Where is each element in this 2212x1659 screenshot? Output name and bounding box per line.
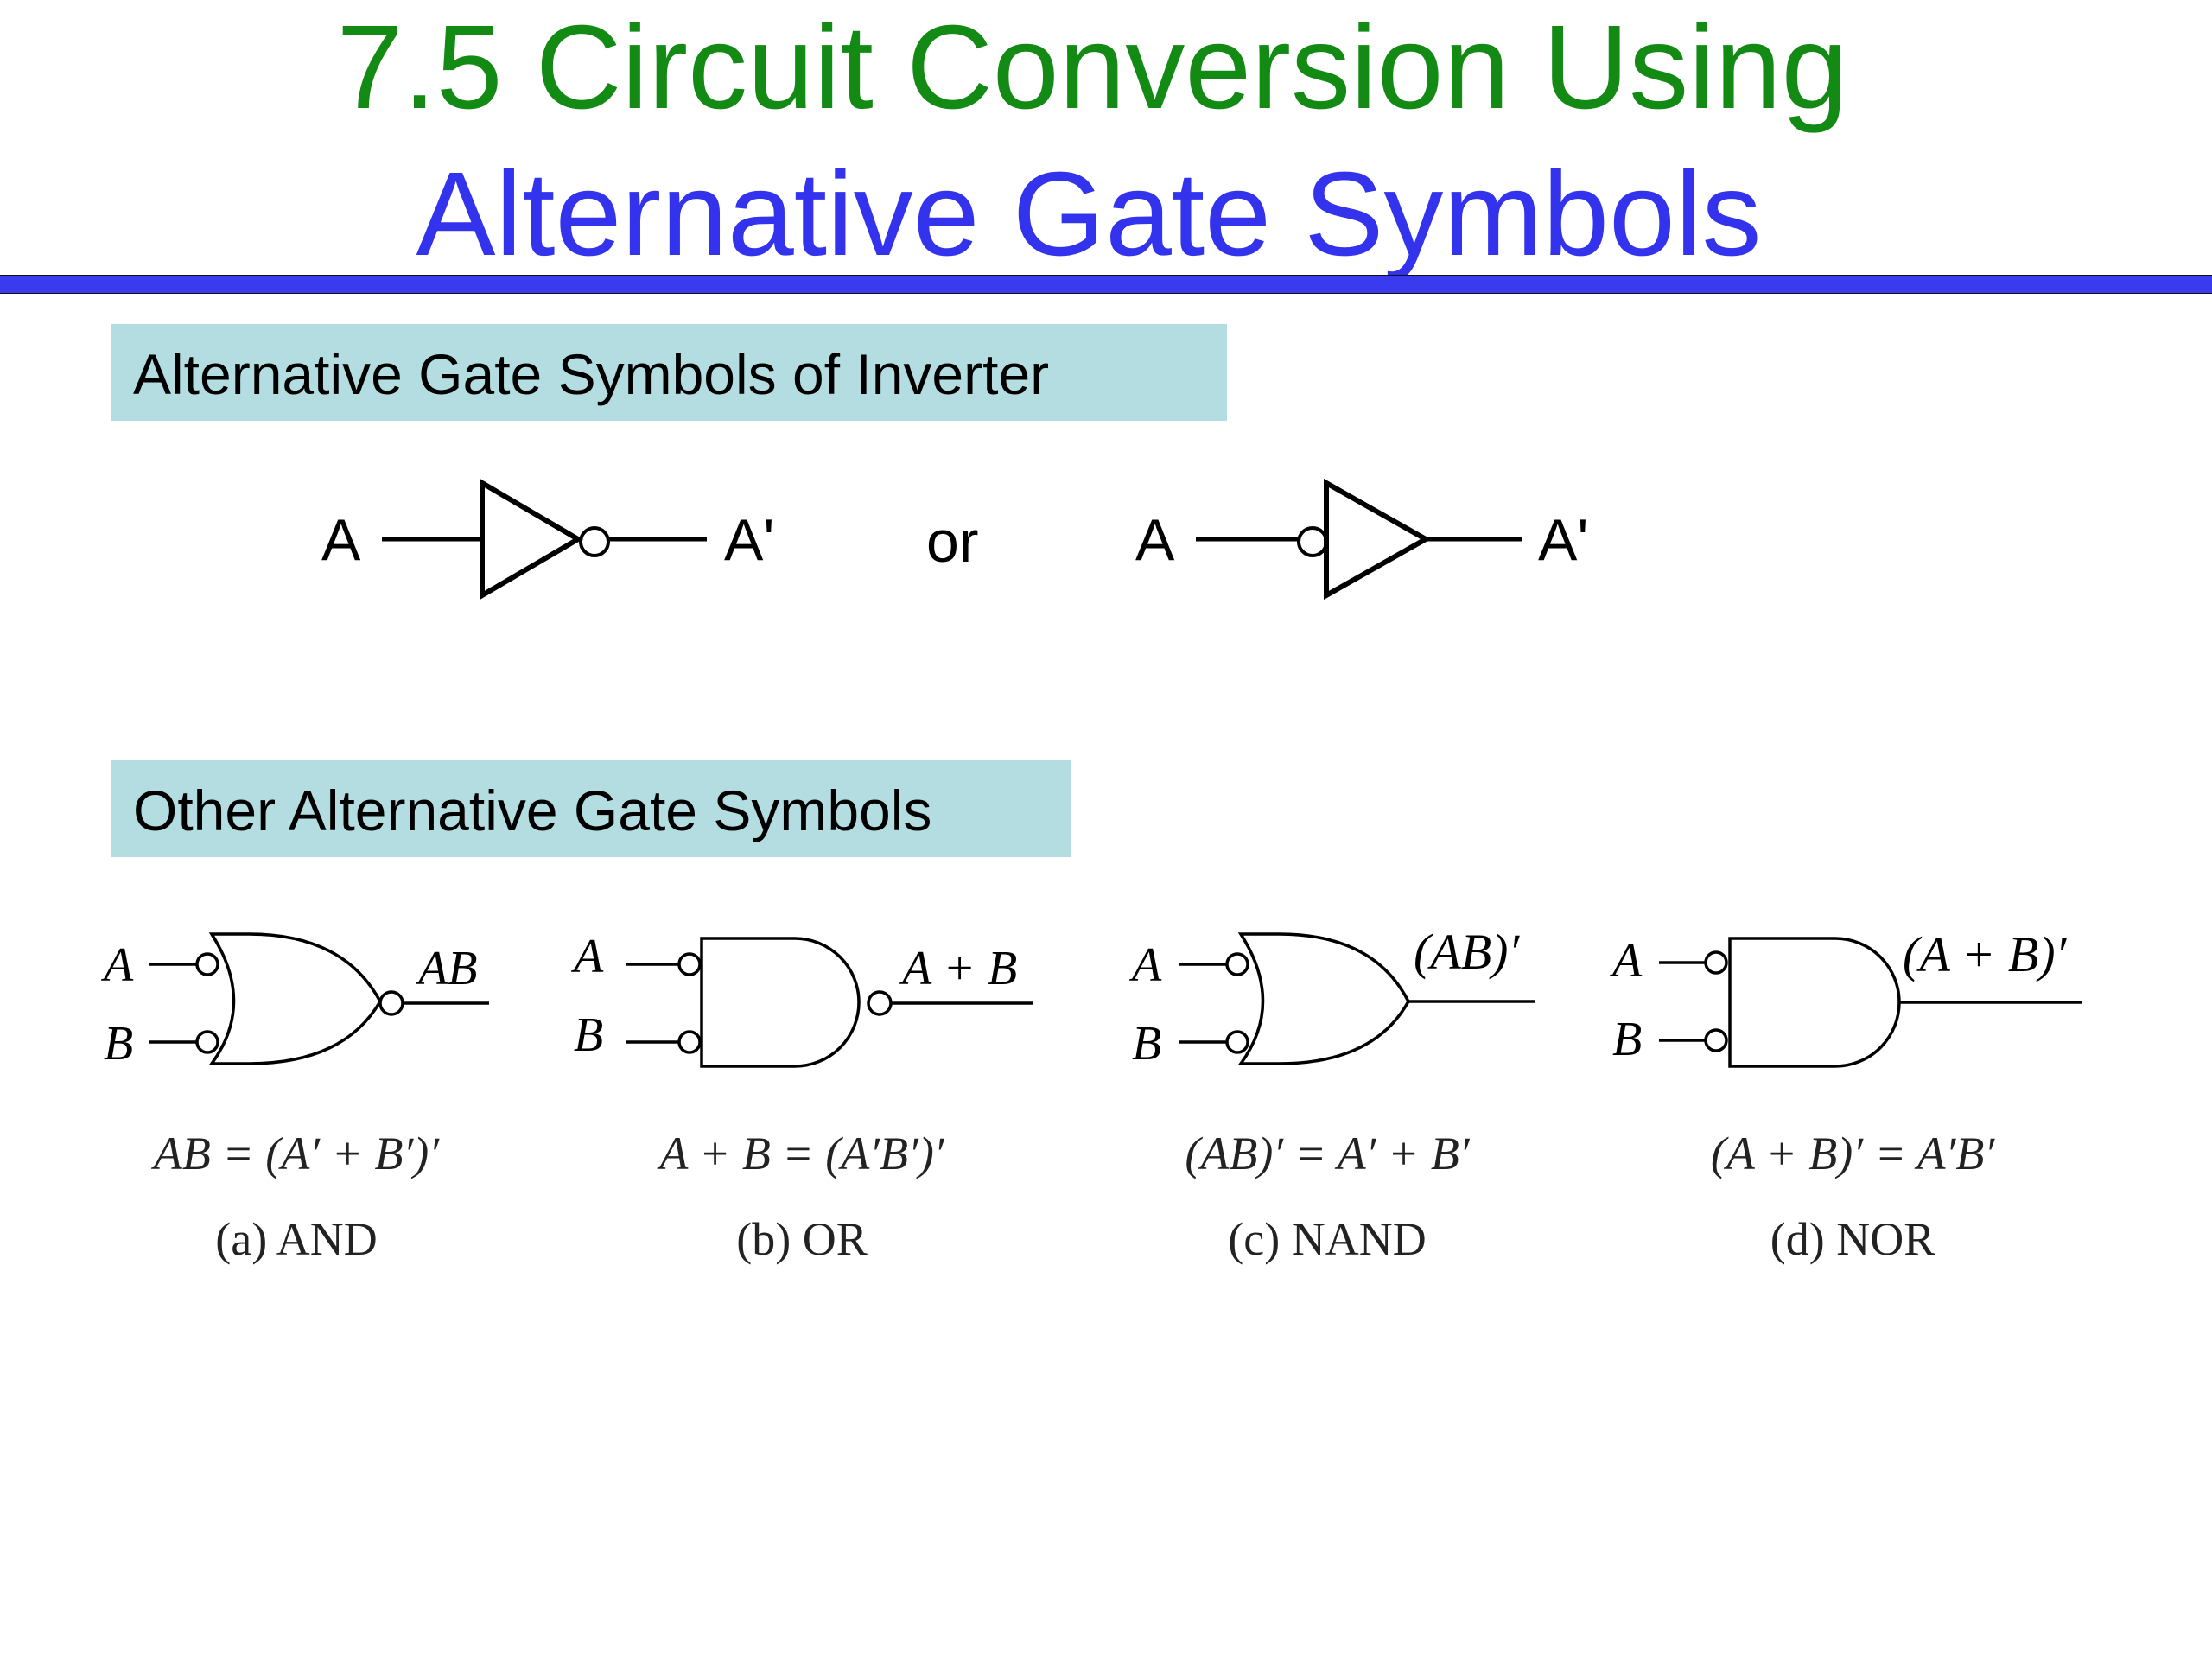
gate-and-input-a: A	[100, 938, 134, 992]
gate-or-input-b: B	[574, 1008, 603, 1062]
page-title-line-2: Alternative Gate Symbols	[416, 148, 1762, 281]
gate-nand-input-a: A	[1128, 938, 1162, 992]
gate-nor-input-a: A	[1609, 934, 1643, 988]
gate-nor-input-b: B	[1612, 1013, 1642, 1066]
other-gates-section-heading-box: Other Alternative Gate Symbols	[111, 760, 1071, 857]
inverter-section-heading-box: Alternative Gate Symbols of Inverter	[111, 324, 1227, 421]
other-gates-section-heading: Other Alternative Gate Symbols	[133, 779, 932, 842]
title-divider	[0, 276, 2212, 293]
gate-nor-output: (A + B)′	[1903, 926, 2068, 982]
gate-or-equation: A + B = (A′B′)′	[657, 1128, 944, 1179]
gate-nand-output: (AB)′	[1414, 924, 1520, 980]
gate-or-alternative: A B A + B	[570, 930, 1033, 1068]
inverter-2-output-label: A'	[1538, 507, 1588, 573]
page-title-line-1: 7.5 Circuit Conversion Using	[336, 1, 1848, 134]
gate-nand-alternative: A B (AB)′	[1128, 924, 1535, 1071]
inverter-1-input-label: A	[321, 507, 361, 573]
gate-nand-input-b: B	[1132, 1017, 1161, 1071]
inverter-2-input-label: A	[1135, 507, 1175, 573]
gate-and-input-b: B	[104, 1017, 133, 1071]
gate-and-output: AB	[415, 942, 477, 995]
gate-or-output: A + B	[899, 942, 1017, 995]
inverter-section-heading: Alternative Gate Symbols of Inverter	[133, 342, 1050, 406]
inverter-1-output-label: A'	[724, 507, 774, 573]
inverter-symbol-bubble-output: A A'	[321, 478, 774, 601]
gate-and-caption: (a) AND	[215, 1213, 377, 1265]
gate-nor-alternative: A B (A + B)′	[1609, 926, 2082, 1068]
gate-or-caption: (b) OR	[736, 1213, 867, 1265]
gate-nand-equation: (AB)′ = A′ + B′	[1185, 1128, 1470, 1179]
gate-and-alternative: A B AB	[100, 932, 489, 1071]
gate-nand-caption: (c) NAND	[1228, 1213, 1426, 1265]
inverter-symbol-bubble-input: A A'	[1135, 478, 1588, 601]
or-text: or	[926, 509, 978, 575]
gate-nor-equation: (A + B)′ = A′B′	[1711, 1128, 1995, 1179]
gate-nor-caption: (d) NOR	[1770, 1213, 1935, 1265]
gate-and-equation: AB = (A′ + B′)′	[151, 1128, 440, 1179]
gate-or-input-a: A	[570, 930, 604, 983]
